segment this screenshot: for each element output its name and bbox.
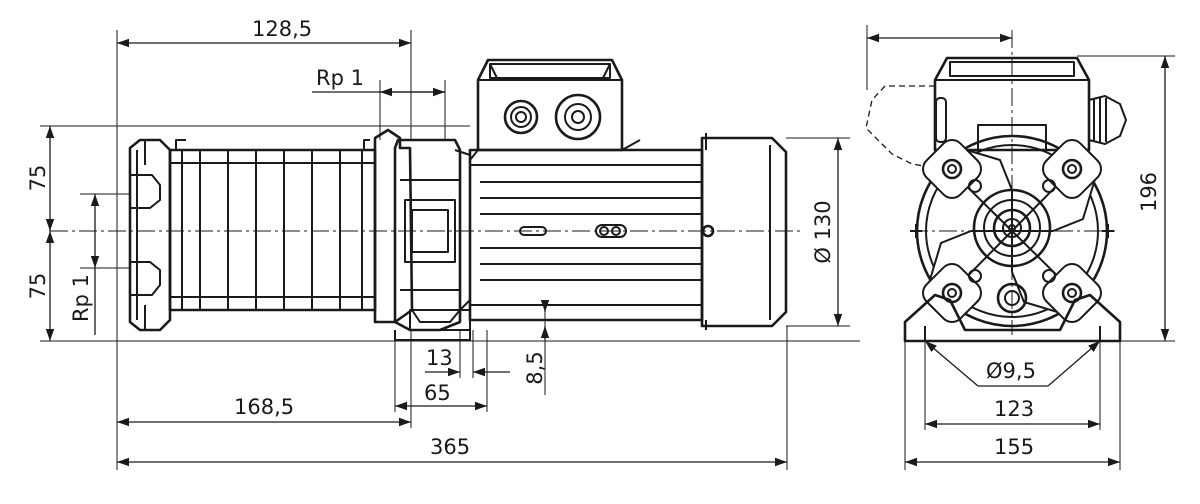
- dim-365: 365: [430, 435, 470, 459]
- front-dimension-lines: [867, 33, 1170, 467]
- dim-65: 65: [424, 381, 451, 405]
- stage-casing: [168, 139, 377, 312]
- pump-head: [373, 128, 471, 332]
- cable-gland: [1088, 95, 1127, 145]
- dim-8-5: 8,5: [523, 351, 547, 384]
- dim-196: 196: [1137, 172, 1161, 212]
- front-base: [903, 293, 1122, 343]
- pump-end-cover: [128, 138, 172, 332]
- side-dimension-lines: [45, 38, 843, 467]
- terminal-box-clearance: [865, 85, 936, 169]
- side-studs: [910, 224, 1114, 238]
- side-extension-lines: [40, 30, 860, 470]
- dim-123: 123: [994, 397, 1034, 421]
- dim-75-upper: 75: [26, 165, 50, 192]
- dim-155: 155: [994, 435, 1034, 459]
- dim-168-5: 168,5: [234, 395, 294, 419]
- dim-diameter-130: Ø 130: [811, 200, 835, 263]
- dim-128-5: 128,5: [252, 17, 312, 41]
- dim-rp1-inlet: Rp 1: [69, 274, 93, 322]
- terminal-box: [469, 58, 641, 161]
- front-bolts: [941, 158, 1083, 304]
- drain-plug: [996, 282, 1028, 314]
- side-view: 128,5 Rp 1 75 75 Rp 1 13 65 8,5 168,5 36…: [26, 17, 860, 470]
- inlet-port: [972, 188, 1052, 268]
- dim-rp1-outlet: Rp 1: [316, 66, 364, 90]
- dim-75-lower: 75: [26, 273, 50, 300]
- dim-diameter-9-5: Ø9,5: [986, 359, 1036, 383]
- fan-cover: [700, 136, 788, 328]
- front-terminal-box: [933, 56, 1091, 152]
- dim-13: 13: [426, 346, 453, 370]
- pump-foot: [394, 330, 471, 341]
- front-view: 196 Ø9,5 123 155: [865, 25, 1175, 470]
